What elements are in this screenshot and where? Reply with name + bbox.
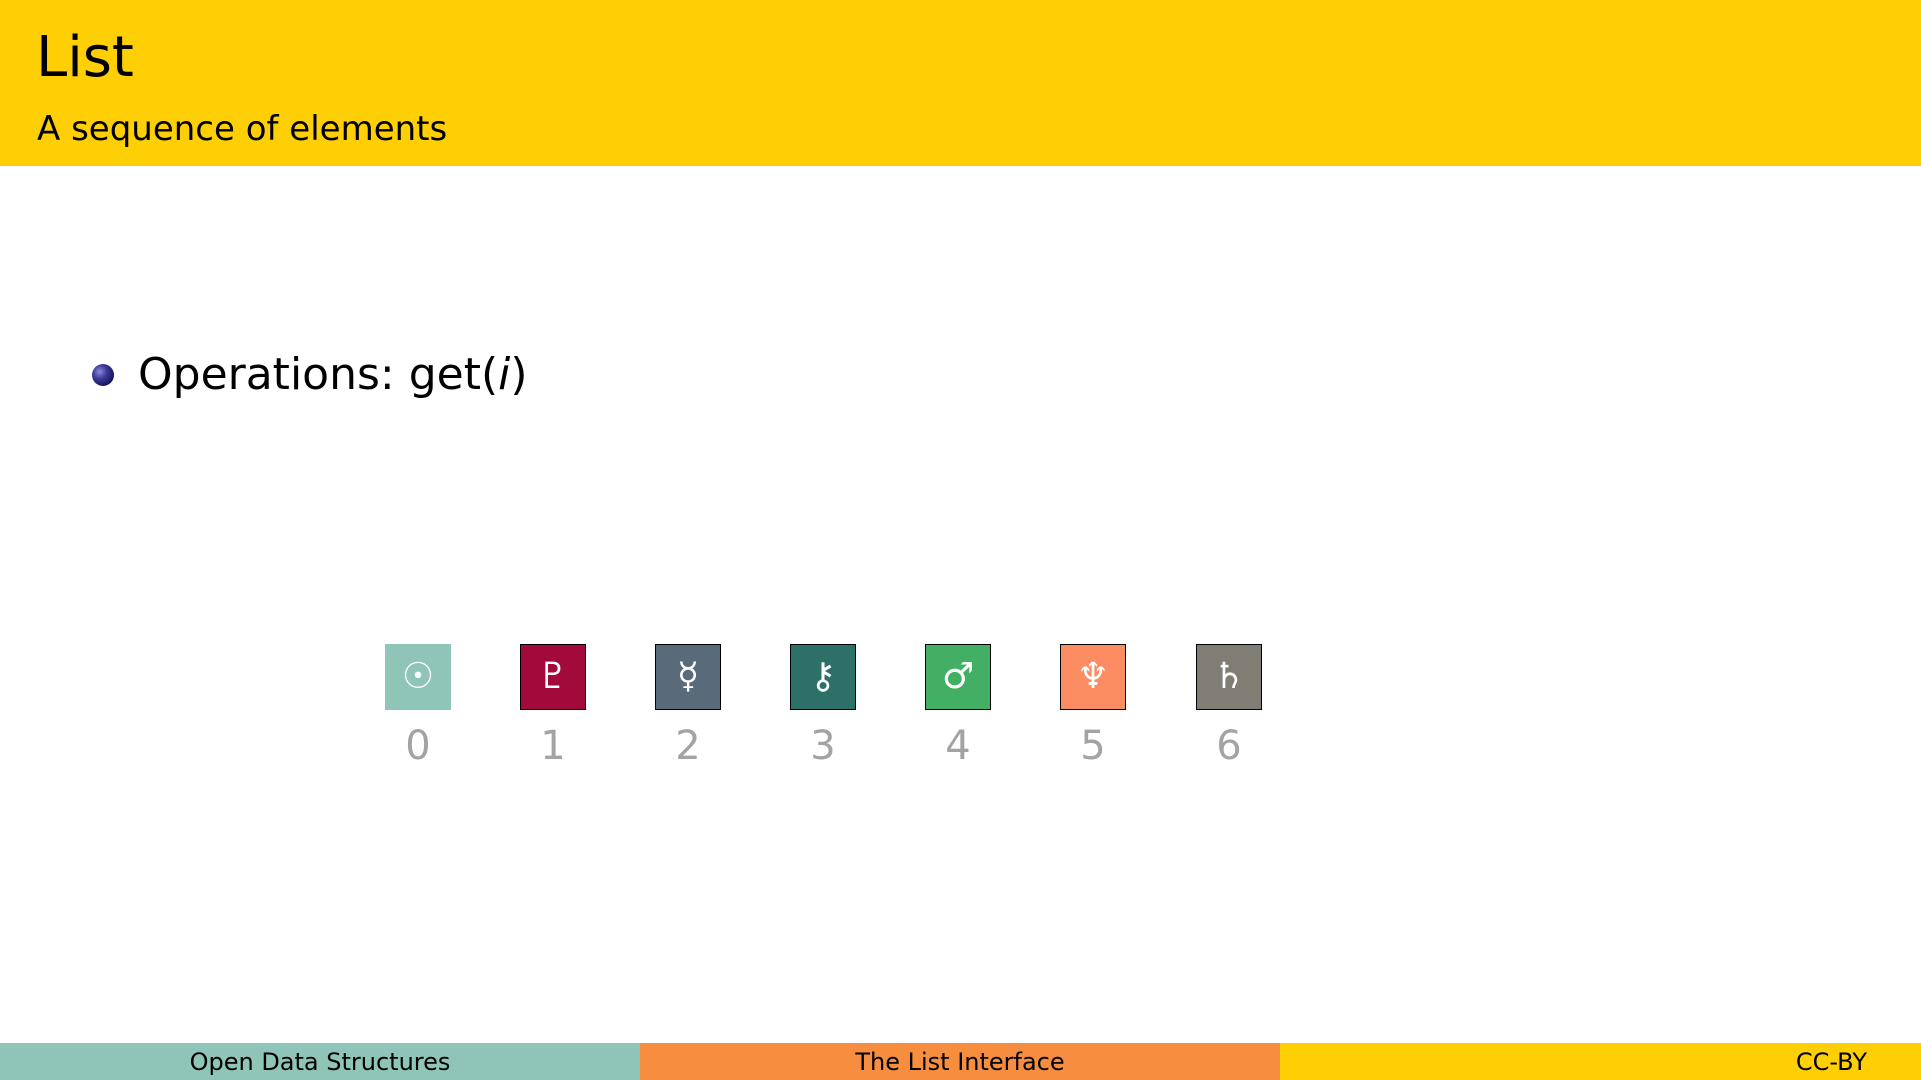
pluto-icon: ♇: [536, 656, 570, 697]
bullet-text: Operations: get(i): [138, 353, 528, 397]
list-cell-3: ⚷: [790, 644, 856, 710]
chiron-icon: ⚷: [809, 656, 837, 697]
slide-subtitle: A sequence of elements: [37, 109, 448, 149]
bullet-icon: [92, 364, 114, 386]
title-bar: List A sequence of elements: [0, 0, 1921, 166]
list-cell-6: ♄: [1196, 644, 1262, 710]
mars-icon: ♂: [941, 656, 975, 697]
footer-license: CC-BY: [1280, 1043, 1921, 1080]
mercury-icon: ☿: [676, 656, 700, 697]
bullet-close: ): [510, 349, 528, 400]
list-cell-5: ♆: [1060, 644, 1126, 710]
footer-section-title: The List Interface: [640, 1043, 1280, 1080]
list-index-5: 5: [1080, 723, 1106, 769]
slide-title: List: [36, 25, 134, 90]
list-index-1: 1: [540, 723, 566, 769]
footer-book-title: Open Data Structures: [0, 1043, 640, 1080]
list-cell-2: ☿: [655, 644, 721, 710]
bullet-argument: i: [498, 349, 511, 400]
list-index-4: 4: [945, 723, 971, 769]
list-index-6: 6: [1216, 723, 1242, 769]
list-cell-1: ♇: [520, 644, 586, 710]
footer: Open Data Structures The List Interface …: [0, 1043, 1921, 1080]
bullet-label: Operations: get(: [138, 349, 499, 400]
sun-icon: ☉: [401, 656, 435, 697]
list-cell-4: ♂: [925, 644, 991, 710]
list-index-2: 2: [675, 723, 701, 769]
list-index-3: 3: [810, 723, 836, 769]
list-index-0: 0: [405, 723, 431, 769]
neptune-icon: ♆: [1076, 656, 1110, 697]
bullet-item: Operations: get(i): [92, 348, 528, 402]
list-cell-0: ☉: [385, 644, 451, 710]
saturn-icon: ♄: [1212, 656, 1246, 697]
